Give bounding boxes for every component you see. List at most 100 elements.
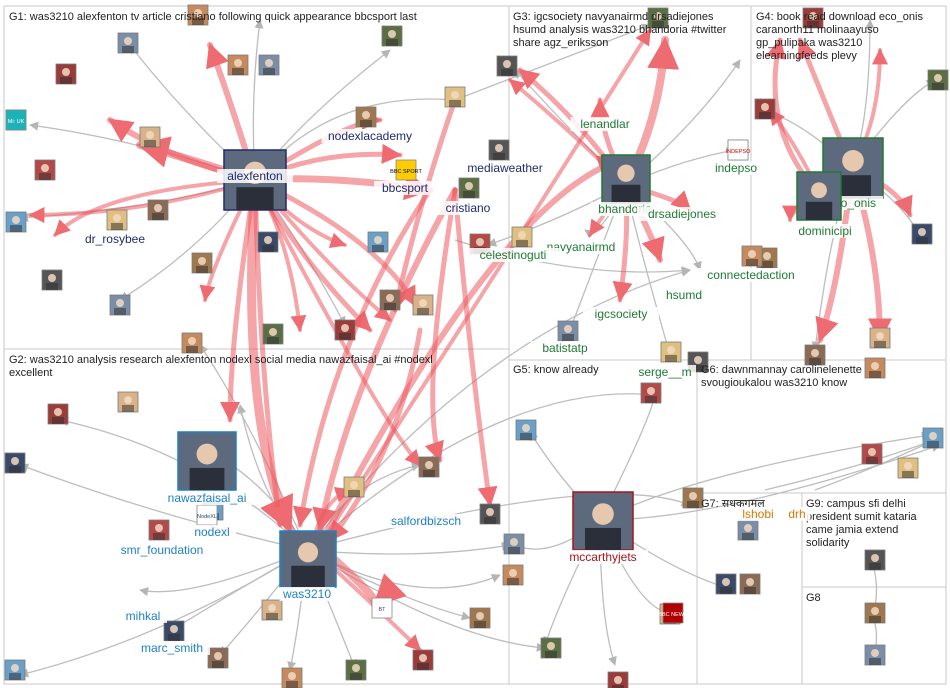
bbcsport-logo-icon[interactable]: BBC SPORT — [390, 159, 422, 181]
avatar-node[interactable] — [47, 403, 69, 425]
avatar-node[interactable] — [557, 320, 579, 342]
avatar-node[interactable] — [181, 332, 203, 354]
avatar-node[interactable] — [207, 647, 229, 669]
avatar-node[interactable] — [640, 382, 662, 404]
avatar-node[interactable] — [864, 644, 886, 666]
avatar-node[interactable] — [258, 54, 280, 76]
node-cristiano[interactable]: cristiano — [433, 201, 503, 215]
avatar-node[interactable] — [469, 607, 491, 629]
avatar-node[interactable] — [488, 139, 510, 161]
avatar-node[interactable] — [117, 391, 139, 413]
node-salfordbizsch[interactable]: salfordbizsch — [377, 514, 475, 528]
node-lshobi[interactable]: lshobi — [734, 507, 782, 521]
node-indepso[interactable]: indepso — [708, 161, 764, 175]
avatar-node[interactable] — [864, 602, 886, 624]
avatar-node[interactable] — [515, 419, 537, 441]
node-batistatp[interactable]: batistatp — [530, 341, 600, 355]
avatar-node[interactable] — [257, 231, 279, 253]
node-lenandlar[interactable]: lenandlar — [570, 117, 640, 131]
avatar-node[interactable] — [864, 549, 886, 571]
node-marc-smith[interactable]: marc_smith — [134, 641, 210, 655]
avatar-node[interactable] — [418, 456, 440, 478]
avatar-node[interactable] — [647, 7, 669, 29]
node-igcsociety[interactable]: igcsociety — [583, 307, 659, 321]
avatar-node[interactable] — [261, 599, 283, 621]
avatar-node[interactable] — [502, 564, 524, 586]
nodexl-logo-logo-icon[interactable]: NodeXL — [196, 504, 218, 526]
avatar-node[interactable] — [496, 55, 518, 77]
avatar-node[interactable] — [163, 620, 185, 642]
avatar-node[interactable] — [412, 649, 434, 671]
node-dominicipi[interactable]: dominicipi — [787, 171, 863, 238]
node-alexfenton[interactable]: alexfenton — [217, 149, 293, 211]
node-drsadiejones[interactable]: drsadiejones — [637, 207, 727, 221]
node-bhandoria[interactable]: bhandoria — [590, 154, 660, 216]
avatar-node[interactable] — [754, 98, 776, 120]
avatar-node[interactable] — [911, 223, 933, 245]
avatar-node[interactable] — [117, 32, 139, 54]
avatar-node[interactable] — [864, 357, 886, 379]
avatar-node[interactable] — [187, 4, 209, 26]
avatar-node[interactable] — [4, 452, 26, 474]
avatar-node[interactable] — [227, 54, 249, 76]
bbc-news-logo-icon[interactable]: BBC NEWS — [658, 602, 688, 624]
avatar-node[interactable] — [741, 245, 763, 267]
avatar-node[interactable] — [739, 573, 761, 595]
node-nodexl[interactable]: nodexl — [188, 525, 236, 539]
avatar-node[interactable] — [343, 476, 365, 498]
avatar-node[interactable] — [927, 69, 949, 91]
avatar-node[interactable] — [139, 126, 161, 148]
node-drh[interactable]: drh — [783, 507, 811, 521]
node-nodexlacademy[interactable]: nodexlacademy — [321, 129, 419, 143]
avatar-node[interactable] — [191, 252, 213, 274]
avatar-node[interactable] — [367, 231, 389, 253]
avatar-node[interactable] — [381, 25, 403, 47]
node-celestinoguti[interactable]: celestinoguti — [464, 248, 562, 262]
avatar-node[interactable] — [334, 319, 356, 341]
avatar-node[interactable] — [5, 211, 27, 233]
bt-logo-icon[interactable]: BT — [371, 597, 393, 619]
node-dr-rosybee[interactable]: dr_rosybee — [77, 232, 153, 246]
indepso-logo-icon[interactable]: INDEPSO — [726, 139, 751, 161]
avatar-node[interactable] — [458, 177, 480, 199]
avatar-node[interactable] — [737, 519, 759, 541]
avatar-node[interactable] — [148, 519, 170, 541]
avatar-node[interactable] — [922, 427, 944, 449]
avatar-node[interactable] — [109, 294, 131, 316]
avatar-node[interactable] — [607, 671, 629, 688]
avatar-node[interactable] — [34, 159, 56, 181]
avatar-node[interactable] — [281, 667, 303, 688]
node-hsumd[interactable]: hsumd — [663, 288, 705, 302]
node-mihkal[interactable]: mihkal — [119, 609, 167, 623]
avatar-node[interactable] — [262, 323, 284, 345]
avatar-node[interactable] — [147, 199, 169, 221]
avatar-node[interactable] — [379, 289, 401, 311]
avatar-node[interactable] — [869, 327, 891, 349]
node-mediaweather[interactable]: mediaweather — [460, 161, 550, 175]
avatar-node[interactable] — [802, 7, 824, 29]
mi-logo-icon[interactable]: Mi: UK — [5, 109, 27, 131]
avatar-node[interactable] — [479, 503, 501, 525]
avatar-node[interactable] — [41, 269, 63, 291]
node-mccarthyjets[interactable]: mccarthyjets — [558, 491, 648, 564]
node-serge--m[interactable]: serge__m — [634, 365, 696, 379]
avatar-node[interactable] — [503, 533, 525, 555]
avatar-node[interactable] — [861, 443, 883, 465]
node-bbcsport[interactable]: bbcsport — [374, 181, 436, 195]
avatar-node[interactable] — [897, 457, 919, 479]
avatar-node[interactable] — [660, 341, 682, 363]
avatar-node[interactable] — [55, 63, 77, 85]
avatar-node[interactable] — [355, 106, 377, 128]
avatar-node[interactable] — [444, 86, 466, 108]
avatar-node[interactable] — [345, 659, 367, 681]
avatar-node[interactable] — [540, 637, 562, 659]
avatar-node[interactable] — [511, 226, 533, 248]
node-smr-foundation[interactable]: smr_foundation — [110, 543, 214, 557]
avatar-node[interactable] — [682, 487, 704, 509]
avatar-node[interactable] — [715, 573, 737, 595]
avatar-node[interactable] — [106, 209, 128, 231]
node-connectedaction[interactable]: connectedaction — [695, 268, 807, 282]
avatar-node[interactable] — [804, 344, 826, 366]
avatar-node[interactable] — [412, 294, 434, 316]
node-nawazfaisal-ai[interactable]: nawazfaisal_ai — [155, 431, 259, 505]
